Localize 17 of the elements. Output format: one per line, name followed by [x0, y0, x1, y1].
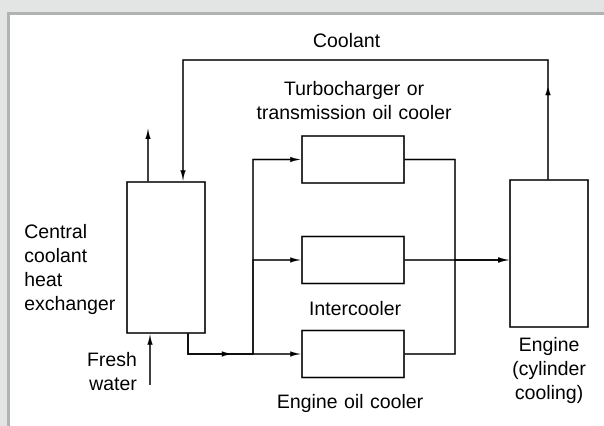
- unit-box: [278, 330, 423, 412]
- flow-arrow: [148, 338, 152, 385]
- unit-label: Central coolant heat exchanger: [25, 224, 115, 314]
- unit-box: [509, 179, 589, 404]
- flow-arrow: [146, 132, 150, 182]
- flow-arrow: [180, 59, 550, 180]
- flow-arrow: [404, 258, 506, 355]
- unit-box: [301, 236, 405, 316]
- unit-label: Intercooler: [310, 300, 401, 316]
- flow-arrow: [187, 334, 298, 356]
- unit-box: [256, 80, 452, 184]
- unit-box: [25, 181, 206, 334]
- unit-label: Turbocharger or transmission oil cooler: [256, 80, 452, 120]
- unit-label: Engine (cylinder cooling): [513, 336, 586, 404]
- inlet-label: Fresh water: [88, 352, 136, 390]
- unit-label: Engine oil cooler: [278, 394, 423, 412]
- edge-label: Coolant: [312, 32, 382, 48]
